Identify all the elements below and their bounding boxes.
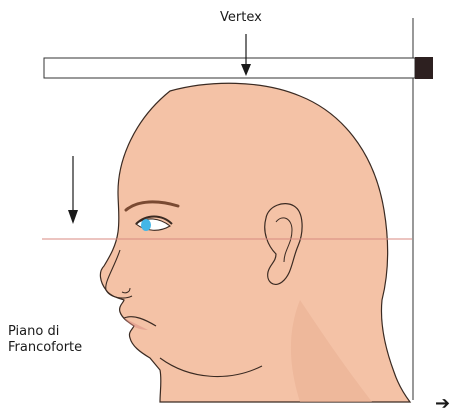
head-profile-illustration <box>100 83 410 402</box>
measuring-bar-block <box>415 57 433 79</box>
down-arrow-icon <box>68 156 78 224</box>
frankfort-plane-label-line2: Francoforte <box>8 340 82 356</box>
vertex-label: Vertex <box>220 10 262 26</box>
arrow-glyph: ➔ <box>435 394 450 414</box>
eye-iris <box>141 219 151 231</box>
frankfort-plane-label: Piano di Francoforte <box>8 324 82 356</box>
frankfort-plane-label-line1: Piano di <box>8 324 82 340</box>
height-measuring-bar <box>44 58 415 78</box>
head-fill <box>100 83 410 402</box>
